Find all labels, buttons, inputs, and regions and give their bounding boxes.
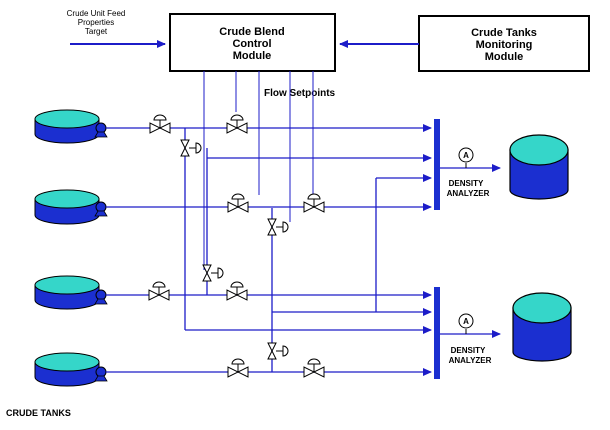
- crude-tanks-monitoring-module: [418, 15, 590, 72]
- feed-target-line1: Crude Unit Feed: [67, 9, 126, 18]
- pump-2: [94, 201, 108, 217]
- setpoint-signal-lines: [203, 71, 314, 270]
- monitor-module-line3: Module: [485, 51, 524, 63]
- blend-manifold-2: [434, 287, 440, 379]
- valve-4b: [303, 358, 325, 378]
- svg-text:DENSITY: DENSITY: [451, 346, 486, 355]
- density-analyzer-2: A DENSITY ANALYZER: [449, 313, 492, 365]
- crude-tanks-caption: CRUDE TANKS: [6, 408, 71, 418]
- flow-setpoints-label: Flow Setpoints: [264, 88, 336, 99]
- blend-tank-2: [512, 292, 572, 362]
- feed-target-line3: Target: [85, 27, 108, 36]
- monitor-module-line1: Crude Tanks: [471, 27, 537, 39]
- blend-module-line3: Module: [233, 50, 272, 62]
- crude-tank-1: [34, 109, 100, 144]
- svg-text:ANALYZER: ANALYZER: [449, 356, 492, 365]
- density-analyzer-1: A DENSITY ANALYZER: [447, 147, 490, 198]
- valve-2b: [303, 193, 325, 213]
- crude-tank-2: [34, 189, 100, 225]
- crude-blend-control-module: [169, 13, 336, 72]
- blend-manifold-1: [434, 119, 440, 210]
- crude-tank-3: [34, 275, 100, 310]
- monitor-module-line2: Monitoring: [476, 39, 533, 51]
- blend-module-line2: Control: [232, 38, 271, 50]
- vertical-valve-2: [267, 218, 289, 236]
- blend-module-line1: Crude Blend: [219, 26, 284, 38]
- valve-4a: [227, 358, 249, 378]
- header-pipes: [184, 128, 377, 372]
- valve-3a: [148, 281, 170, 301]
- svg-text:A: A: [463, 317, 469, 326]
- blend-tank-1: [509, 134, 569, 200]
- vertical-valve-1: [180, 139, 202, 157]
- svg-text:DENSITY: DENSITY: [449, 179, 484, 188]
- feed-target-line2: Properties: [78, 18, 114, 27]
- vertical-valve-4: [267, 342, 289, 360]
- pump-3: [94, 289, 108, 305]
- svg-text:A: A: [463, 151, 469, 160]
- valve-1a: [149, 114, 171, 134]
- pump-1: [94, 122, 108, 138]
- svg-text:ANALYZER: ANALYZER: [447, 189, 490, 198]
- crude-tank-4: [34, 352, 100, 387]
- pump-4: [94, 366, 108, 382]
- vertical-valve-3: [202, 264, 224, 282]
- valve-3b: [226, 281, 248, 301]
- valve-1b: [226, 114, 248, 134]
- valve-2a: [227, 193, 249, 213]
